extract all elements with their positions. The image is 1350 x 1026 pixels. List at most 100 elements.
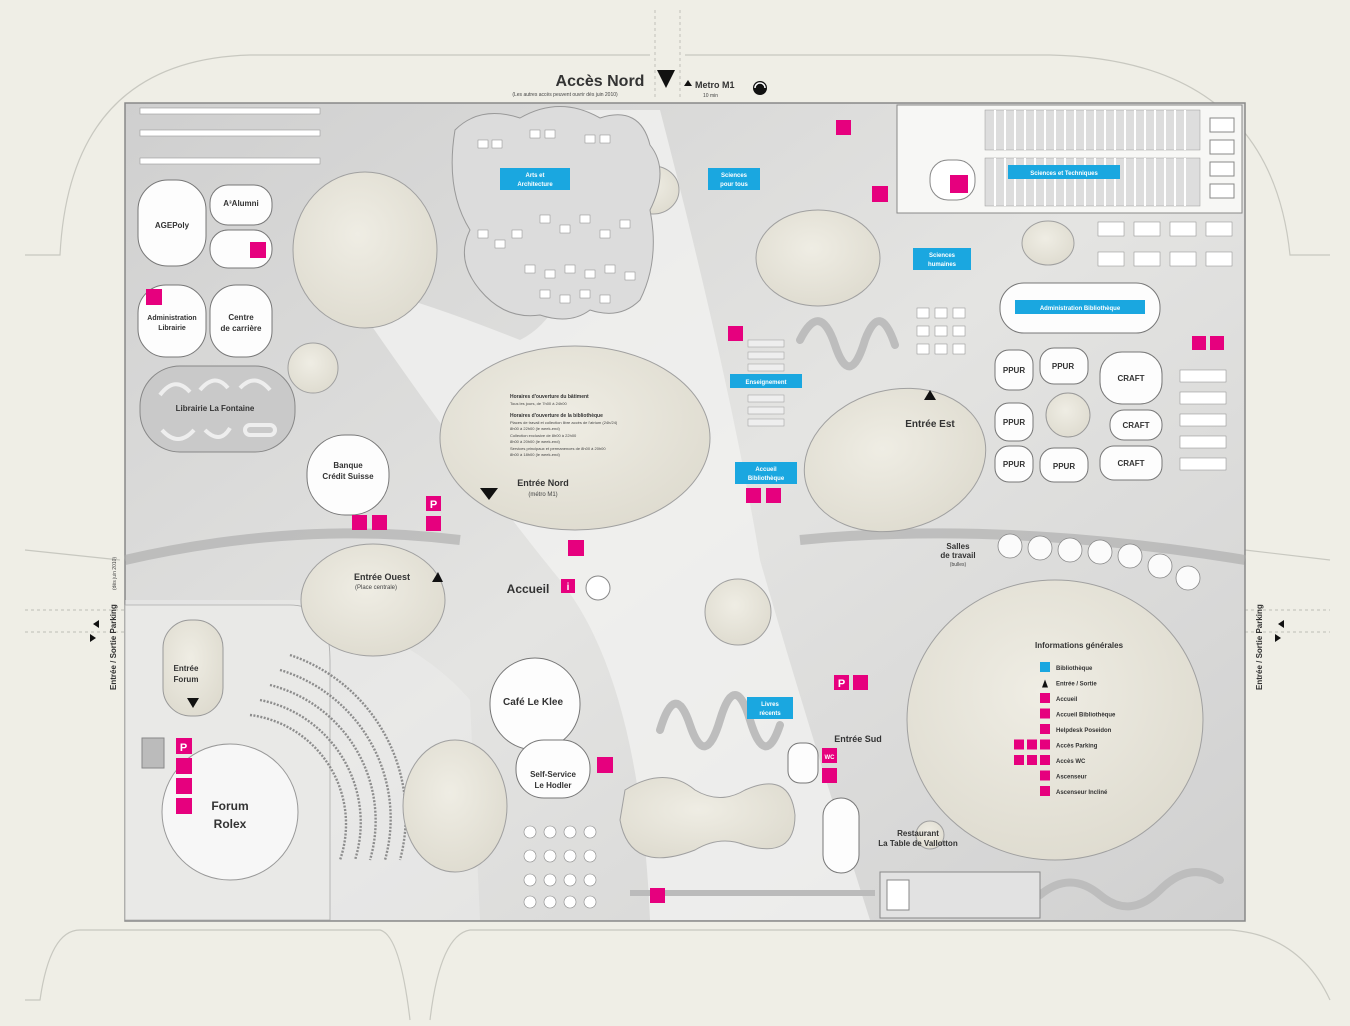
parking-icon bbox=[1040, 739, 1050, 750]
metro-label: Metro M1 bbox=[695, 80, 735, 90]
accessibility-icon bbox=[250, 242, 266, 258]
restaurant-label-1: Restaurant bbox=[897, 829, 939, 838]
entrance-arrow-glyph bbox=[1042, 679, 1048, 688]
tag-accueil-biblio-2: Bibliothèque bbox=[748, 476, 785, 482]
tag-sciences-1: Sciences bbox=[721, 173, 748, 179]
patio-entree-ouest bbox=[300, 543, 446, 657]
entree-forum-label-1: Entrée bbox=[174, 664, 199, 673]
acces-nord-note: (Les autres accès peuvent ouvrir dès jui… bbox=[512, 92, 618, 98]
patio-info bbox=[906, 579, 1204, 861]
entree-sud-label: Entrée Sud bbox=[834, 734, 882, 744]
elevator-icon bbox=[853, 675, 868, 690]
accessibility-icon bbox=[352, 515, 367, 530]
legend-item-label: Ascenseur Incliné bbox=[1056, 790, 1108, 796]
legend-item-label: Bibliothèque bbox=[1056, 666, 1093, 672]
wc-icon bbox=[822, 748, 837, 763]
rooms bbox=[137, 179, 860, 874]
seating-south bbox=[523, 825, 597, 909]
hours-line: 8h00 à 18h00 (le week-end) bbox=[510, 452, 560, 457]
parking-arrow-icon bbox=[90, 634, 96, 642]
metro-arrow-icon bbox=[684, 80, 692, 86]
tag-accueil-biblio-1: Accueil bbox=[755, 467, 777, 473]
banque-label-2: Crédit Suisse bbox=[322, 472, 374, 481]
parking-arrow-icon bbox=[1275, 634, 1281, 642]
room-centre-carriere bbox=[209, 284, 273, 358]
entree-forum-arrow-icon bbox=[187, 698, 199, 708]
parking-icon bbox=[426, 496, 441, 511]
tag-sciences-tech: Sciences et Techniques bbox=[1030, 171, 1098, 177]
accessibility-icon bbox=[176, 778, 192, 794]
arts-desk-cluster bbox=[451, 106, 661, 320]
ppur-label: PPUR bbox=[1053, 462, 1075, 471]
svg-text:P: P bbox=[838, 678, 845, 690]
room-banque bbox=[306, 434, 390, 516]
room-admin-label-2: Librairie bbox=[158, 325, 186, 332]
enseignement-shelves bbox=[747, 339, 785, 427]
room-alumni-label: A³Alumni bbox=[223, 199, 259, 208]
accessibility-icon bbox=[1210, 336, 1224, 350]
hours-library-title: Horaires d'ouverture de la bibliothèque bbox=[510, 413, 603, 419]
elevator-icon bbox=[176, 758, 192, 774]
craft-label: CRAFT bbox=[1117, 459, 1144, 468]
salles-travail bbox=[997, 533, 1201, 591]
hours-line: 8h00 à 20h00 (le week-end) bbox=[510, 439, 560, 444]
svg-text:P: P bbox=[180, 742, 187, 754]
inclined-elevator-icon bbox=[822, 768, 837, 783]
svg-text:i: i bbox=[567, 582, 570, 593]
helpdesk-icon bbox=[1040, 724, 1050, 734]
entree-nord-arrow-icon bbox=[480, 488, 498, 500]
right-parking-label: Entrée / Sortie Parking bbox=[1255, 604, 1264, 690]
desk-rows-top-left bbox=[139, 107, 321, 165]
parking-arrow-icon bbox=[93, 620, 99, 628]
inclined-elevator-icon bbox=[872, 186, 888, 202]
accessibility-icon bbox=[597, 757, 613, 773]
self-service-label-1: Self-Service bbox=[530, 770, 576, 779]
tag-admin-biblio: Administration Bibliothèque bbox=[1040, 306, 1121, 312]
tag-sciences-hum-2: humaines bbox=[928, 262, 957, 268]
salles-label-1: Salles bbox=[946, 542, 970, 551]
tag-livres-1: Livres bbox=[761, 702, 779, 708]
librairie-fontaine bbox=[139, 365, 296, 453]
tag-sciences-hum-1: Sciences bbox=[929, 253, 956, 259]
entree-est-label: Entrée Est bbox=[905, 419, 955, 430]
wc-icon bbox=[1027, 755, 1037, 765]
inclined-elevator-icon bbox=[426, 516, 441, 531]
craft-label: CRAFT bbox=[1117, 374, 1144, 383]
info-icon: i bbox=[561, 579, 575, 593]
library-tags: Arts et Architecture Sciences pour tous … bbox=[500, 165, 1145, 719]
pictograms bbox=[146, 120, 1224, 903]
wc-icon bbox=[1192, 336, 1206, 350]
legend-item-label: Accueil Bibliothèque bbox=[1056, 713, 1116, 719]
info-icon bbox=[1040, 693, 1050, 703]
parking-icon bbox=[1014, 739, 1024, 750]
tag-arts-1: Arts et bbox=[525, 173, 544, 179]
svg-text:P: P bbox=[430, 499, 437, 511]
legend-item-label: Accès Parking bbox=[1056, 744, 1098, 750]
wc-icon bbox=[1014, 755, 1024, 765]
forum-label-2: Rolex bbox=[214, 817, 247, 831]
room-agepoly-label: AGEPoly bbox=[155, 221, 190, 230]
tag-arts-2: Architecture bbox=[517, 182, 553, 188]
elevator-icon bbox=[568, 540, 584, 556]
ppur-craft-cluster bbox=[994, 347, 1163, 483]
patio-north-east bbox=[755, 209, 881, 307]
room-alumni bbox=[209, 184, 273, 226]
banque-label-1: Banque bbox=[333, 461, 363, 470]
elevator-icon bbox=[1040, 770, 1050, 781]
inclined-elevator-icon bbox=[176, 798, 192, 814]
restaurant-label-2: La Table de Vallotton bbox=[878, 839, 958, 848]
elevator-icon bbox=[836, 120, 851, 135]
room-self-service bbox=[515, 739, 591, 799]
ppur-label: PPUR bbox=[1003, 366, 1025, 375]
entree-forum-label-2: Forum bbox=[174, 675, 199, 684]
hours-building-title: Horaires d'ouverture du bâtiment bbox=[510, 394, 589, 400]
parking-icon bbox=[176, 738, 192, 754]
accueil-desk bbox=[585, 575, 611, 601]
entree-ouest-sub: (Place centrale) bbox=[355, 585, 397, 591]
restaurant-terrace bbox=[630, 871, 1041, 919]
salles-label-3: (bulles) bbox=[950, 562, 967, 568]
library-desk-icon bbox=[1040, 708, 1050, 719]
self-service-label-2: Le Hodler bbox=[535, 781, 572, 790]
forum-label-1: Forum bbox=[211, 799, 248, 813]
